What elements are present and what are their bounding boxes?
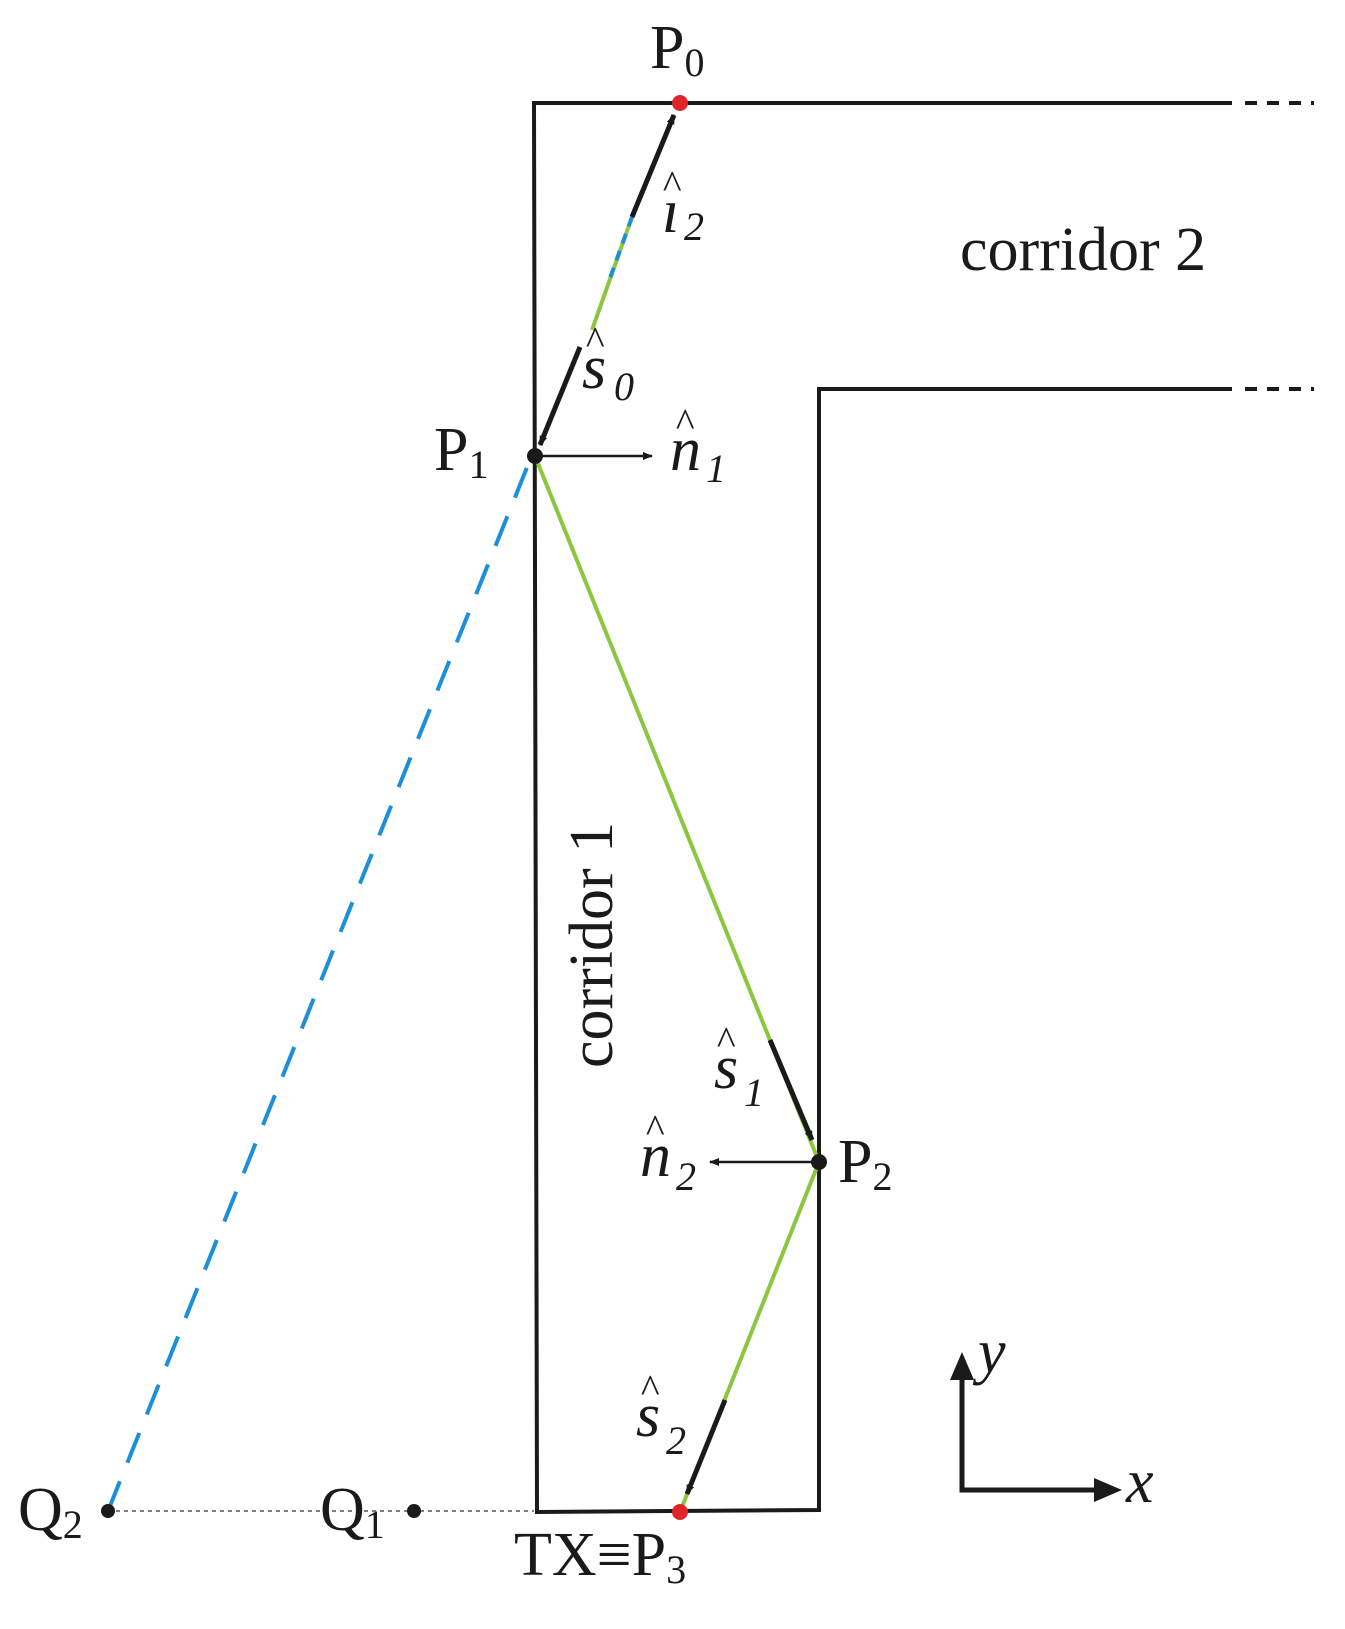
label-p3: TX≡P3 (514, 1521, 686, 1592)
svg-text:0: 0 (614, 364, 634, 409)
axes (959, 1368, 1112, 1493)
svg-text:s: s (714, 1034, 738, 1102)
label-axis-y: y (972, 1318, 1006, 1386)
ray-p0-p1-blue-segment (608, 216, 634, 279)
label-q1: Q1 (320, 1476, 385, 1547)
svg-text:ı: ı (662, 178, 679, 246)
svg-text:^: ^ (645, 1106, 665, 1151)
label-axis-x: x (1125, 1448, 1154, 1516)
svg-text:^: ^ (585, 318, 605, 363)
vector-i2 (629, 114, 677, 218)
svg-text:^: ^ (675, 400, 695, 445)
label-p0: P0 (650, 14, 704, 85)
label-s0: s ^ 0 (582, 318, 634, 409)
outer-wall (531, 101, 1232, 1515)
svg-text:2: 2 (666, 1418, 686, 1463)
marker-p0 (672, 95, 688, 111)
y-axis-arrowhead (950, 1352, 974, 1380)
svg-text:2: 2 (684, 204, 704, 249)
label-p2: P2 (838, 1128, 892, 1199)
label-n1: n ^ 1 (670, 400, 726, 491)
marker-q1 (407, 1504, 421, 1518)
svg-text:s: s (636, 1382, 660, 1450)
svg-text:^: ^ (640, 1366, 660, 1411)
svg-text:2: 2 (676, 1154, 696, 1199)
label-n2: n ^ 2 (640, 1106, 696, 1199)
x-axis-arrowhead (1094, 1478, 1122, 1502)
corridor-walls (531, 101, 1314, 1515)
label-s2: s ^ 2 (636, 1366, 686, 1463)
marker-q2 (101, 1504, 115, 1518)
vector-s2 (684, 1399, 728, 1495)
svg-text:1: 1 (744, 1070, 764, 1115)
label-p1: P1 (434, 416, 488, 487)
direction-vectors (537, 114, 815, 1495)
image-ray-dashed (106, 454, 534, 1512)
marker-p1 (527, 448, 543, 464)
normal-vectors (535, 452, 819, 1166)
svg-text:1: 1 (706, 446, 726, 491)
vector-s1 (767, 1039, 815, 1141)
svg-text:s: s (582, 334, 606, 402)
label-corridor-2: corridor 2 (960, 216, 1206, 284)
vector-s0 (537, 346, 583, 446)
label-i2: ı ^ 2 (662, 162, 704, 249)
svg-text:^: ^ (662, 162, 682, 207)
label-corridor-1: corridor 1 (558, 822, 626, 1068)
label-s1: s ^ 1 (714, 1018, 764, 1115)
marker-p2 (811, 1154, 827, 1170)
svg-text:n: n (640, 1122, 671, 1190)
svg-text:^: ^ (716, 1018, 736, 1063)
label-q2: Q2 (18, 1476, 83, 1547)
svg-text:n: n (670, 416, 701, 484)
marker-p3 (672, 1504, 688, 1520)
axes-lines (959, 1368, 1112, 1493)
